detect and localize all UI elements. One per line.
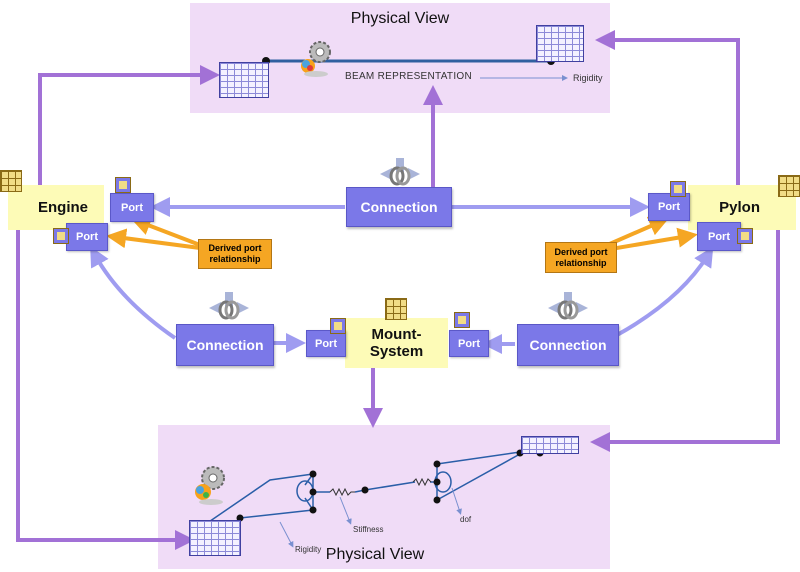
top-mesh-left bbox=[219, 62, 269, 98]
derived-left-arrow-b bbox=[106, 228, 201, 250]
mount-system-block[interactable]: Mount- System bbox=[345, 318, 448, 368]
engine-block[interactable]: Engine bbox=[8, 185, 104, 230]
mount-port-right[interactable]: Port bbox=[449, 330, 489, 357]
bottom-rigidity-pointer bbox=[279, 521, 294, 548]
pylon-port-bottom[interactable]: Port bbox=[697, 222, 741, 251]
engine-to-top-view-arrow bbox=[38, 65, 220, 185]
engine-cube-icon bbox=[0, 170, 22, 192]
dof-label: dof bbox=[460, 515, 472, 524]
beam-representation-label: BEAM REPRESENTATION bbox=[345, 71, 473, 82]
port-icon bbox=[670, 181, 686, 197]
pylon-label: Pylon bbox=[719, 199, 760, 216]
pylon-cube-icon bbox=[778, 175, 800, 197]
connection-link-icon bbox=[378, 158, 422, 190]
derived-right-arrow-b bbox=[604, 227, 698, 252]
port-icon bbox=[53, 228, 69, 244]
port-icon bbox=[737, 228, 753, 244]
engine-port-bottom[interactable]: Port bbox=[66, 223, 108, 251]
gear-icon-bottom bbox=[195, 466, 225, 505]
engine-to-bottom-view-arrow bbox=[16, 230, 195, 550]
pylon-to-bottom-view-arrow bbox=[590, 230, 780, 452]
left-connection-to-engine-port-arrow bbox=[90, 246, 177, 340]
mount-system-cube-icon bbox=[385, 298, 407, 320]
derived-left-arrow-a bbox=[130, 216, 201, 247]
top-rigidity-label: Rigidity bbox=[573, 73, 603, 83]
port-icon bbox=[115, 177, 131, 193]
connection-link-icon bbox=[546, 292, 590, 324]
bottom-beam-network bbox=[199, 451, 540, 529]
dof-pointer bbox=[451, 487, 462, 515]
gear-icon-top bbox=[301, 41, 331, 77]
connection-right[interactable]: Connection bbox=[517, 324, 619, 366]
stiffness-label: Stiffness bbox=[353, 525, 384, 534]
spring-right bbox=[412, 477, 432, 487]
engine-label: Engine bbox=[38, 199, 89, 216]
connection-link-icon bbox=[207, 292, 251, 324]
bottom-mesh-right bbox=[521, 436, 579, 454]
spring-left bbox=[329, 487, 355, 497]
port-icon bbox=[454, 312, 470, 328]
pylon-to-top-view-arrow bbox=[595, 30, 740, 185]
derived-port-label-right: Derived port relationship bbox=[545, 242, 617, 273]
bottom-physical-view-title: Physical View bbox=[325, 546, 425, 563]
port-icon bbox=[330, 318, 346, 334]
pylon-port-top[interactable]: Port bbox=[648, 193, 690, 221]
connection-top[interactable]: Connection bbox=[346, 187, 452, 227]
connection-left[interactable]: Connection bbox=[176, 324, 274, 366]
top-mesh-right bbox=[536, 25, 584, 62]
stiffness-pointer bbox=[339, 496, 352, 525]
mount-port-left[interactable]: Port bbox=[306, 330, 346, 357]
mount-system-label: Mount- System bbox=[369, 326, 424, 360]
top-physical-view-title: Physical View bbox=[350, 10, 450, 27]
bottom-beam-nodes bbox=[236, 449, 544, 522]
engine-port-top[interactable]: Port bbox=[110, 193, 154, 222]
bottom-rigidity-label: Rigidity bbox=[295, 545, 322, 554]
bottom-mesh-left bbox=[189, 520, 241, 556]
right-connection-to-pylon-port-arrow bbox=[616, 246, 714, 337]
derived-port-label-left: Derived port relationship bbox=[198, 239, 272, 269]
